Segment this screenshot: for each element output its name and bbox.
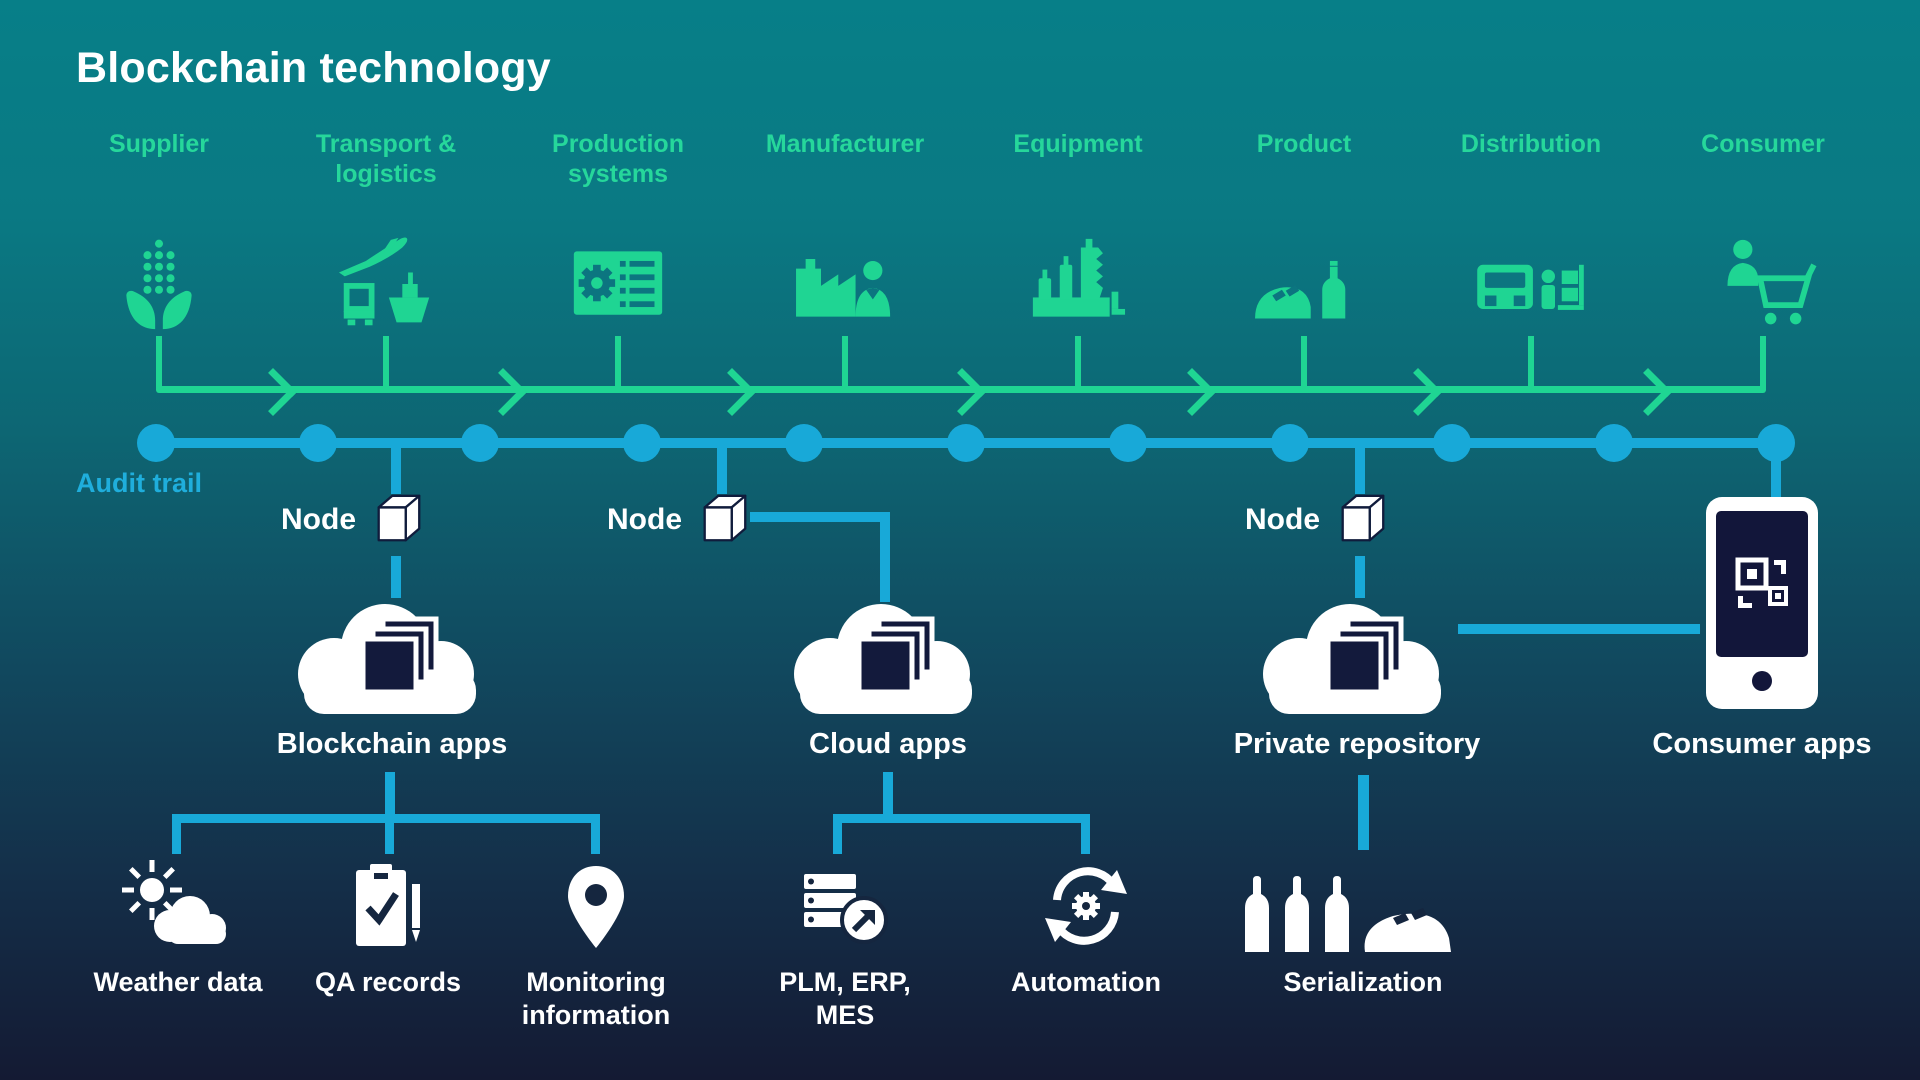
cloud-blocks-icon (282, 598, 502, 723)
flow-stem (1760, 336, 1766, 390)
stage-label-distribution: Distribution (1460, 130, 1602, 158)
audit-trail-label: Audit trail (76, 468, 202, 498)
flow-line (156, 386, 1766, 393)
location-pin-icon (546, 856, 646, 961)
node-connector (880, 512, 890, 602)
flow-arrow-icon (937, 367, 987, 417)
branch-stem (385, 772, 395, 818)
audit-dot (1595, 424, 1633, 462)
consumer-apps-label: Consumer apps (1652, 728, 1872, 760)
flow-arrow-icon (1623, 367, 1673, 417)
audit-dot (947, 424, 985, 462)
audit-dot (1271, 424, 1309, 462)
audit-dot (1433, 424, 1471, 462)
cloud-blocks-icon (778, 598, 998, 723)
stage-label-equipment: Equipment (1013, 130, 1143, 158)
clipboard-check-icon (338, 856, 438, 961)
audit-dot (299, 424, 337, 462)
phone-screen (1716, 511, 1808, 657)
flow-stem (383, 336, 389, 390)
branch-drop (1081, 814, 1090, 854)
audit-dot (785, 424, 823, 462)
node-cloud-stem (1355, 556, 1365, 598)
automation-label: Automation (1011, 967, 1161, 997)
qr-code-icon (1735, 557, 1788, 608)
audit-dot (1109, 424, 1147, 462)
consumer-apps-stem (1771, 452, 1781, 498)
stage-label-manufacturer: Manufacturer (765, 130, 925, 158)
bottles-bread-icon (1243, 852, 1483, 967)
flow-arrow-icon (248, 367, 298, 417)
cloud-blocks-icon (1247, 598, 1467, 723)
flow-stem (1075, 336, 1081, 390)
factory-person-icon (790, 236, 900, 337)
node-stem (391, 448, 401, 494)
branch-bar (833, 814, 1090, 823)
flow-stem (615, 336, 621, 390)
node-label: Node (1245, 503, 1320, 536)
stage-label-supplier: Supplier (108, 130, 209, 158)
stage-label-consumer: Consumer (1701, 130, 1825, 158)
flow-arrow-icon (1393, 367, 1443, 417)
node-label: Node (607, 503, 682, 536)
audit-dot (623, 424, 661, 462)
cloud-apps-label: Cloud apps (809, 728, 967, 760)
weather-data-label: Weather data (93, 967, 263, 997)
plm-erp-mes-label: PLM, ERP, MES (779, 967, 911, 1030)
serialization-label: Serialization (1283, 967, 1443, 997)
flow-stem (156, 336, 162, 390)
node-stem (717, 448, 727, 494)
branch-stem (1358, 775, 1369, 850)
node-label: Node (281, 503, 356, 536)
qa-records-label: QA records (314, 967, 462, 997)
stage-label-transport: Transport & logistics (315, 130, 457, 188)
branch-drop (833, 814, 842, 854)
stage-label-production: Production systems (552, 130, 684, 188)
sun-cloud-icon (118, 860, 238, 965)
blockchain-apps-label: Blockchain apps (276, 728, 508, 760)
plane-truck-ship-icon (331, 236, 441, 337)
server-arrow-icon (790, 856, 900, 961)
audit-dot (137, 424, 175, 462)
cube-icon (1334, 489, 1390, 554)
control-panel-gear-icon (563, 236, 673, 337)
node-connector (750, 512, 890, 522)
phone-home-button (1752, 671, 1772, 691)
branch-drop (172, 814, 181, 854)
delivery-truck-icon (1471, 236, 1591, 337)
cube-icon (370, 489, 426, 554)
page-title: Blockchain technology (76, 44, 551, 92)
flow-arrow-icon (478, 367, 528, 417)
cube-icon (696, 489, 752, 554)
stage-label-product: Product (1256, 130, 1352, 158)
audit-dot (461, 424, 499, 462)
shopper-cart-icon (1708, 236, 1818, 337)
private-repository-label: Private repository (1233, 728, 1481, 760)
flow-stem (1528, 336, 1534, 390)
industrial-plant-icon (1023, 236, 1133, 337)
flow-arrow-icon (1167, 367, 1217, 417)
flow-stem (1301, 336, 1307, 390)
phone-qr-icon (1706, 497, 1818, 709)
branch-drop (385, 814, 394, 854)
branch-drop (591, 814, 600, 854)
monitoring-label: Monitoring information (521, 967, 671, 1030)
node-stem (1355, 448, 1365, 494)
corn-icon (104, 236, 214, 337)
cycle-gear-icon (1031, 856, 1141, 961)
repository-phone-connector (1458, 624, 1700, 634)
branch-stem (883, 772, 893, 818)
flow-arrow-icon (707, 367, 757, 417)
node-cloud-stem (391, 556, 401, 598)
flow-stem (842, 336, 848, 390)
bread-bottle-icon (1249, 236, 1359, 337)
